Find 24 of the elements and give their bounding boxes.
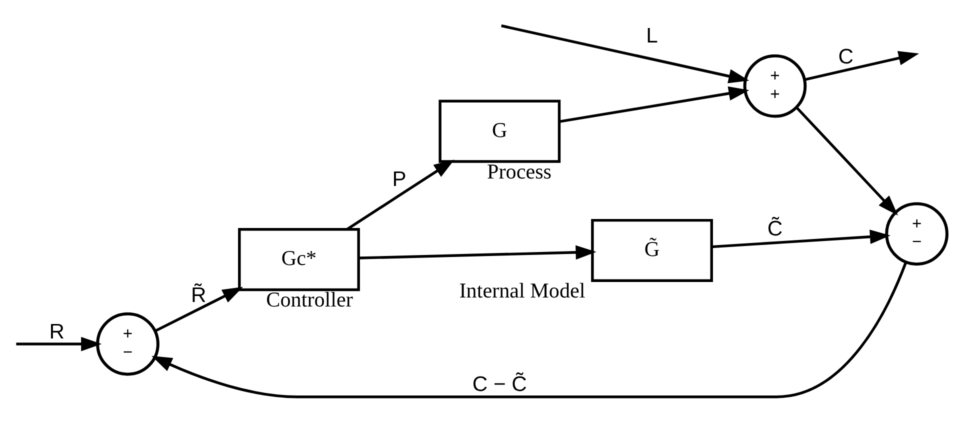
arrow <box>16 336 102 351</box>
arrow <box>795 106 898 215</box>
arrow <box>558 86 749 122</box>
arrow <box>358 244 596 260</box>
edge-label: P <box>392 167 406 190</box>
arrow <box>154 286 243 332</box>
node-label: Internal Model <box>458 278 585 302</box>
edge-label: R̃ <box>190 284 206 307</box>
edge-label: C − C̃ <box>472 372 526 396</box>
arrow <box>346 159 454 230</box>
edge-label: L <box>646 24 658 48</box>
edge-label: C <box>838 45 854 68</box>
node-circle: + − <box>884 202 948 266</box>
node-box: Gc* <box>238 228 360 291</box>
node-box: G̃ <box>590 218 712 282</box>
arrow <box>500 24 749 83</box>
node-circle: + − <box>96 312 159 376</box>
arrow <box>804 50 919 80</box>
edge-label: R <box>48 320 64 343</box>
arrow <box>151 261 907 398</box>
node-box: G <box>438 99 560 162</box>
edge-label: C̃ <box>766 217 782 240</box>
arrow <box>711 229 890 248</box>
node-circle: + + <box>742 54 806 118</box>
